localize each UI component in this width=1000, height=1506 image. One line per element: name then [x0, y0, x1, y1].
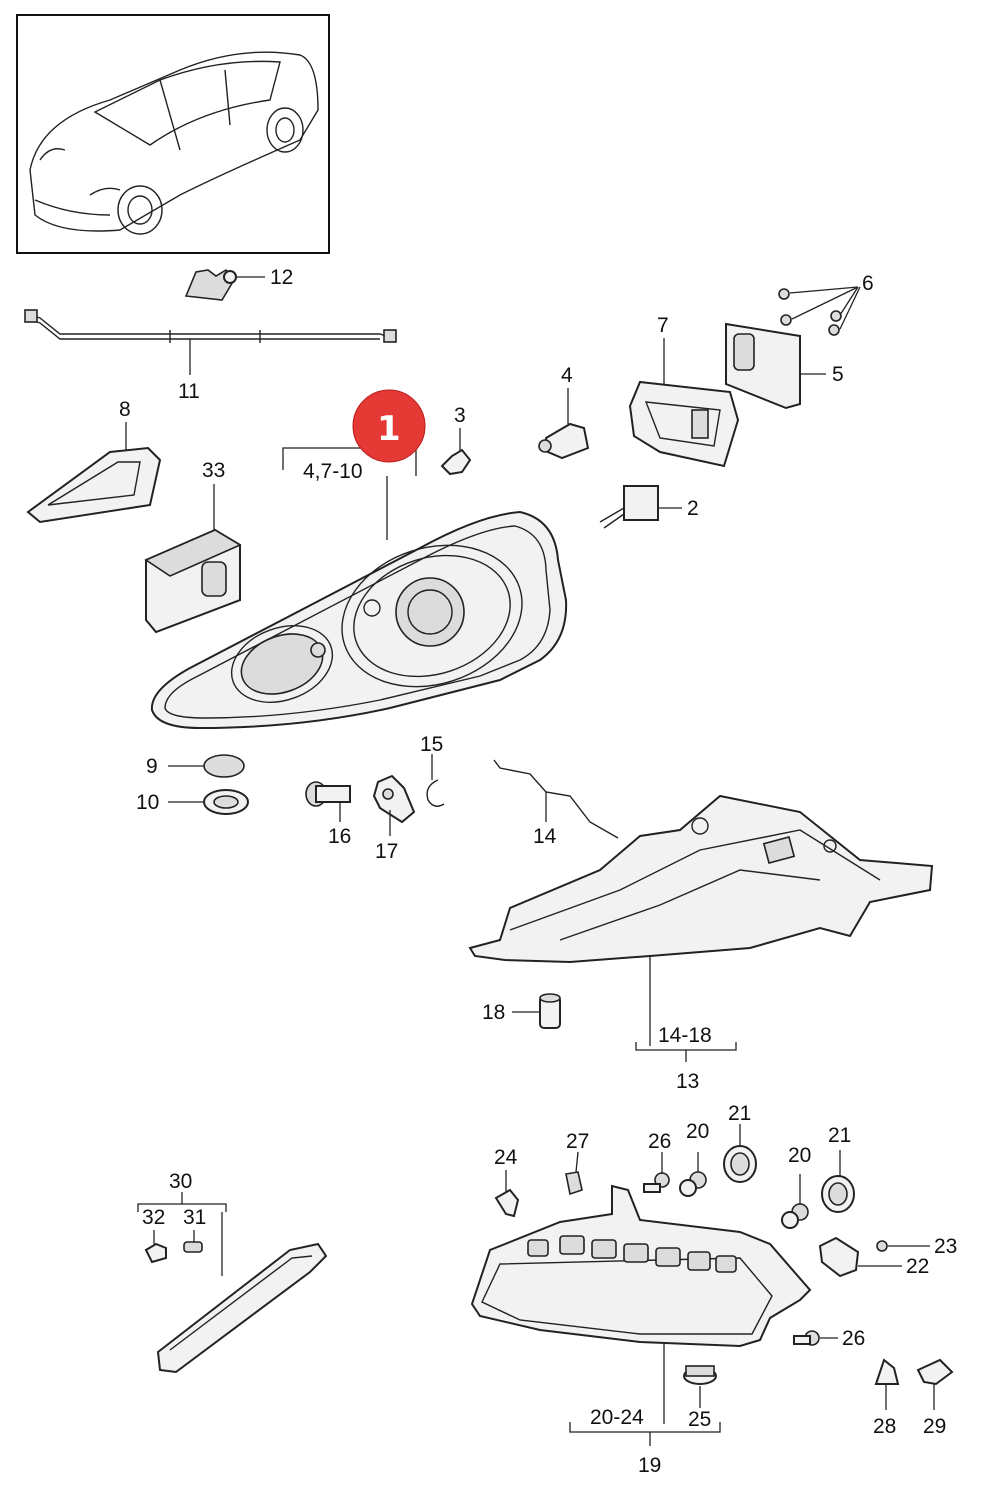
- callout-32: 32: [142, 1206, 165, 1229]
- callout-33: 33: [202, 459, 225, 482]
- callout-3: 3: [454, 404, 466, 427]
- callout-21a: 21: [728, 1102, 751, 1125]
- part-12-clip: [184, 268, 265, 301]
- callout-26b: 26: [842, 1327, 865, 1350]
- part-17-bracket: [372, 774, 416, 836]
- part-27-clip: [565, 1151, 583, 1196]
- part-20-bulb-right: [781, 1174, 809, 1229]
- range-bracket-4-7-10: [282, 447, 417, 476]
- part-21-socket-left: [723, 1124, 757, 1183]
- callout-8: 8: [119, 398, 131, 421]
- callout-13: 13: [676, 1070, 699, 1093]
- callout-29: 29: [923, 1415, 946, 1438]
- part-28-nut: [874, 1358, 900, 1410]
- callout-10: 10: [136, 791, 159, 814]
- callout-24: 24: [494, 1146, 518, 1169]
- range-label-14-18: 14-18: [658, 1024, 712, 1047]
- callout-25: 25: [688, 1408, 711, 1431]
- part-14-rod: [493, 759, 619, 839]
- callout-19: 19: [638, 1454, 661, 1477]
- part-8-bracket: [26, 422, 162, 524]
- part-5-module: [725, 322, 826, 410]
- highlight-badge: 1: [352, 389, 426, 463]
- part-3-bulb: [440, 428, 472, 476]
- part-32-bulb: [144, 1230, 167, 1264]
- callout-11: 11: [178, 380, 200, 403]
- part-13-carrier: [468, 794, 934, 1046]
- part-31-bulb: [183, 1230, 203, 1253]
- callout-28: 28: [873, 1415, 896, 1438]
- part-29-plug: [916, 1358, 954, 1410]
- part-16-bolt: [305, 781, 351, 822]
- callout-15: 15: [420, 733, 443, 756]
- callout-2: 2: [687, 497, 699, 520]
- part-30-side-marker: [156, 1212, 328, 1374]
- part-18-grommet: [512, 993, 561, 1029]
- range-bracket-20-24: [569, 1422, 721, 1446]
- callout-20b: 20: [788, 1144, 811, 1167]
- part-23-screw: [876, 1240, 930, 1252]
- callout-27: 27: [566, 1130, 589, 1153]
- part-9-cap: [168, 754, 245, 778]
- part-4-bulb: [538, 388, 590, 460]
- part-2-bulb: [599, 485, 682, 529]
- range-bracket-30: [137, 1192, 227, 1212]
- callout-21b: 21: [828, 1124, 851, 1147]
- part-26-screw-bottom: [793, 1330, 838, 1346]
- part-1-headlight: [150, 476, 568, 730]
- callout-16: 16: [328, 825, 351, 848]
- car-thumbnail: [16, 14, 330, 254]
- callout-9: 9: [146, 755, 158, 778]
- highlight-badge-label: 1: [377, 409, 401, 449]
- callout-22: 22: [906, 1255, 929, 1278]
- callout-5: 5: [832, 363, 844, 386]
- callout-14: 14: [533, 825, 557, 848]
- callout-23: 23: [934, 1235, 957, 1258]
- part-19-lamp-assembly: [470, 1184, 812, 1424]
- callout-4: 4: [561, 364, 573, 387]
- part-20-bulb-left: [679, 1152, 707, 1197]
- callout-26a: 26: [648, 1130, 671, 1153]
- callout-12: 12: [270, 266, 293, 289]
- range-bracket-14-18: [635, 1042, 737, 1062]
- part-15-clip: [426, 754, 445, 807]
- part-10-seal: [168, 789, 249, 815]
- part-24-holder: [494, 1170, 520, 1218]
- range-label-20-24: 20-24: [590, 1406, 644, 1429]
- callout-30: 30: [169, 1170, 192, 1193]
- callout-17: 17: [375, 840, 398, 863]
- part-25-grommet: [683, 1365, 717, 1408]
- part-11-cable: [24, 309, 397, 375]
- callout-7: 7: [657, 314, 669, 337]
- part-7-frame: [628, 338, 740, 468]
- part-6-screws: [778, 286, 861, 336]
- part-22-module: [818, 1236, 902, 1278]
- callout-18: 18: [482, 1001, 505, 1024]
- callout-31: 31: [183, 1206, 206, 1229]
- callout-6: 6: [862, 272, 874, 295]
- part-26-screw-top: [643, 1152, 670, 1193]
- part-21-socket-right: [821, 1150, 855, 1213]
- callout-20a: 20: [686, 1120, 709, 1143]
- part-33-control-unit: [144, 484, 242, 634]
- range-label-4-7-10: 4,7-10: [303, 460, 363, 483]
